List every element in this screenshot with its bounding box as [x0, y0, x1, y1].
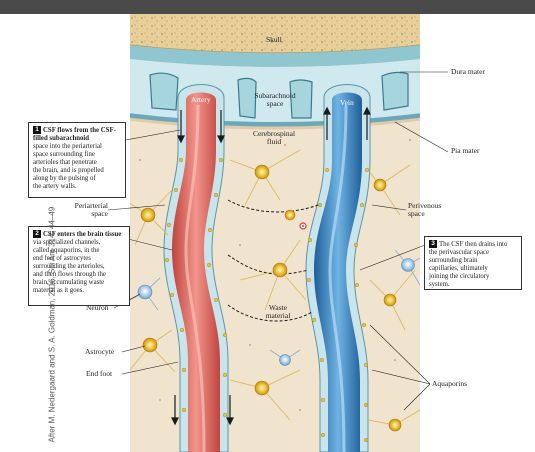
vein-label: Vein	[340, 98, 354, 107]
aquaporins-label: Aquaporins	[432, 379, 467, 388]
callout-2-line5: and then flows through the	[33, 271, 106, 279]
astrocyte-label: Astrocyte	[85, 347, 115, 356]
vein-vessel	[314, 92, 362, 452]
callout-1-line5: along by the pulsing of	[33, 175, 96, 183]
periarterial-line1: Periarterial	[74, 201, 108, 210]
dura-mater-label: Dura mater	[451, 67, 485, 76]
callout-2-line6: brain, accumulating waste	[33, 279, 105, 287]
csf-label: Cerebrospinal fluid	[246, 129, 302, 147]
callout-1-line3: arterioles that penetrate	[33, 159, 97, 167]
callout-1-lead: CSF flows from the CSF-filled subarachno…	[33, 127, 116, 143]
dura-mater-layer	[130, 45, 420, 67]
callout-3-line2: the perivascular space	[429, 249, 490, 257]
artery-vessel	[172, 92, 220, 452]
skull-label: Skull	[266, 35, 282, 44]
periarterial-line2: space	[91, 209, 108, 219]
callout-3-number: 3	[429, 240, 437, 248]
csf-line1: Cerebrospinal	[252, 129, 296, 138]
credit-text: After M. Nedergaard and S. A. Goldman, 2…	[47, 206, 57, 443]
artery-label: Artery	[191, 95, 211, 104]
callout-2-lead: CSF enters the brain tissue	[43, 231, 122, 238]
callout-3-line1: The CSF then drains into	[439, 241, 508, 248]
callout-2-line4: surrounding the arterioles,	[33, 263, 105, 271]
periarterial-label: Periarterial space	[68, 201, 108, 219]
subarachnoid-space-label: Subarachnoid space	[252, 91, 298, 109]
callout-2-number: 2	[33, 230, 41, 238]
callout-2-line3: end feet of astrocytes	[33, 255, 91, 263]
callout-2-line1: via specialized channels,	[33, 239, 101, 247]
skull-layer	[130, 14, 420, 53]
callout-2-line7: material as it goes.	[33, 287, 84, 295]
end-foot-label: End foot	[86, 369, 113, 378]
waste-line2: material	[265, 311, 291, 321]
waste-material-label: Waste material	[258, 303, 298, 321]
callout-1-line4: the brain, and is propelled	[33, 167, 104, 175]
callout-1-line1: space into the periarterial	[33, 143, 102, 151]
callout-3-line5: joining the circulatory	[429, 273, 490, 281]
neuron-label: Neuron	[86, 303, 109, 312]
callout-3-line3: surrounding brain	[429, 257, 478, 265]
pia-mater-label: Pia mater	[451, 146, 480, 155]
callout-1-line2: space surrounding fine	[33, 151, 95, 159]
csf-line2: fluid	[266, 137, 282, 147]
perivenous-line1: Perivenous	[408, 201, 442, 210]
perivenous-line2: space	[408, 209, 425, 219]
subarachnoid-line2: space	[266, 99, 284, 109]
subarachnoid-line1: Subarachnoid	[254, 91, 296, 100]
top-bar	[0, 0, 535, 14]
callout-3-line4: capillaries, ultimately	[429, 265, 488, 273]
perivenous-label: Perivenous space	[408, 201, 442, 219]
callout-2-line2: called aquaporins, in the	[33, 247, 100, 255]
callout-3-line6: system.	[429, 281, 450, 289]
callout-1-line6: the artery walls.	[33, 183, 77, 191]
callout-1-number: 1	[33, 126, 41, 134]
waste-line1: Waste	[268, 303, 288, 312]
